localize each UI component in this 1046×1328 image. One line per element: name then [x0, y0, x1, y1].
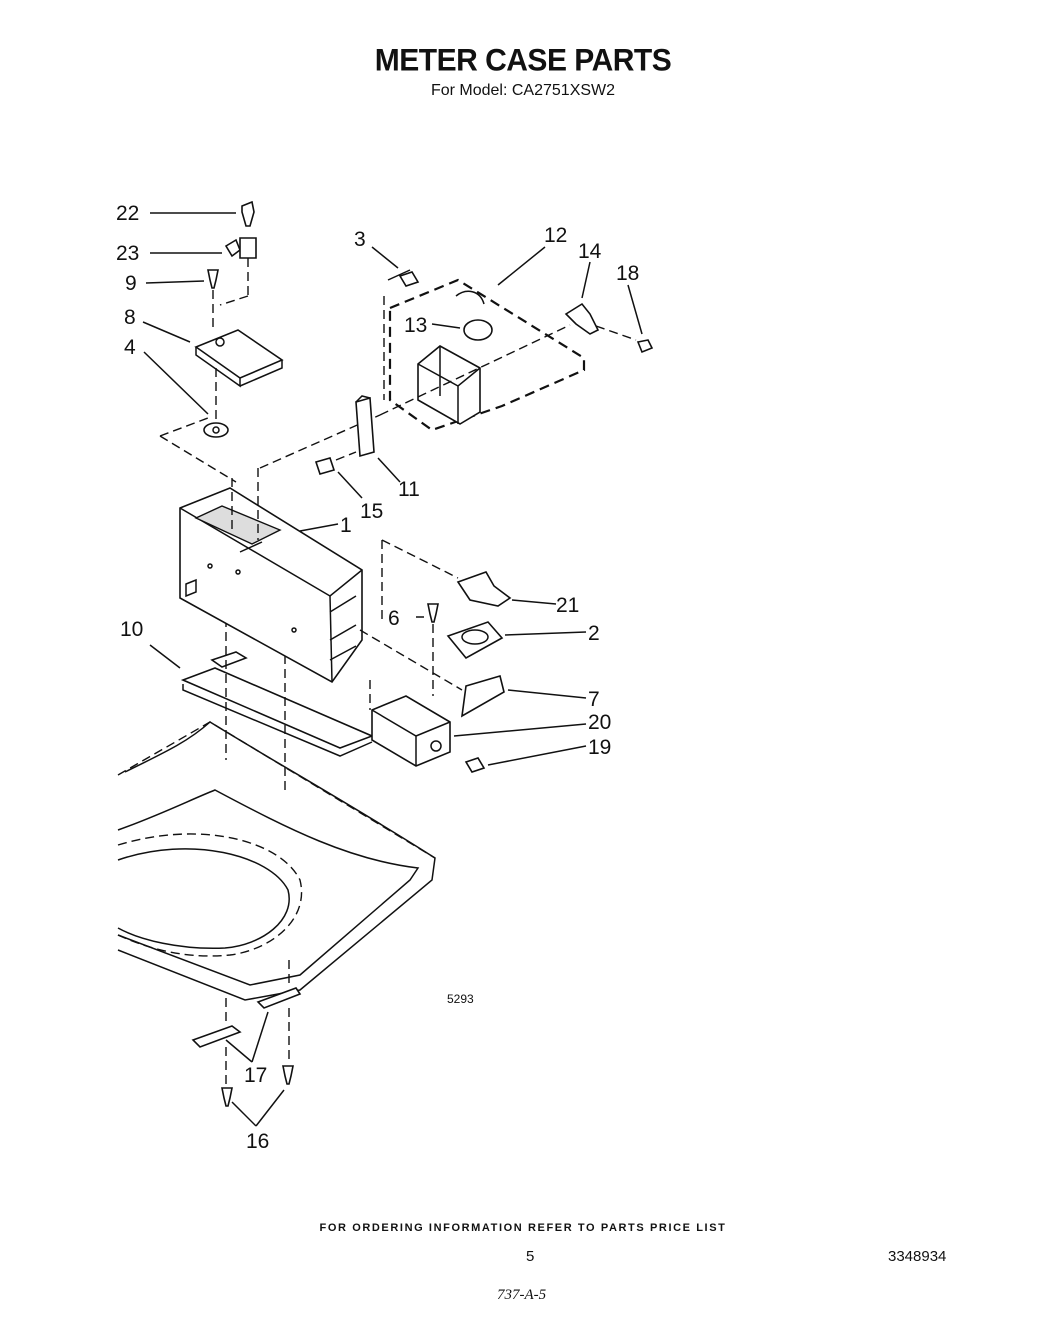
- callout-17: 17: [244, 1064, 267, 1087]
- callout-6: 6: [388, 607, 400, 630]
- hinge-screw-right: [282, 1065, 294, 1085]
- callout-7: 7: [588, 688, 600, 711]
- callout-9: 9: [125, 272, 137, 295]
- callout-23: 23: [116, 242, 139, 265]
- washer-top-panel: [117, 721, 436, 1001]
- page-title: METER CASE PARTS: [374, 43, 672, 78]
- callout-16: 16: [246, 1130, 269, 1153]
- callout-8: 8: [124, 306, 136, 329]
- switch-screw: [427, 603, 439, 696]
- lid-switch-lever: [381, 539, 512, 620]
- set-screw: [636, 339, 654, 354]
- timer-dial: [219, 237, 257, 306]
- ordering-note: FOR ORDERING INFORMATION REFER TO PARTS …: [319, 1222, 727, 1234]
- lid-switch-housing: [446, 621, 504, 660]
- hinge-screw-left: [221, 1087, 233, 1107]
- meter-case-gasket: [180, 618, 375, 795]
- callout-13: 13: [404, 314, 427, 337]
- callout-4: 4: [124, 336, 136, 359]
- hinge-bracket-right: [256, 960, 302, 1060]
- document-number: 3348934: [888, 1248, 947, 1265]
- model-subtitle: For Model: CA2751XSW2: [430, 82, 616, 99]
- callout-14: 14: [578, 240, 602, 263]
- callout-labels: 22 23 9 8 4 3 12 14 18 13 11 15 1 21 6 2…: [116, 202, 639, 1153]
- callout-1: 1: [340, 514, 352, 537]
- timer-bracket: [335, 395, 375, 461]
- hinge-bracket-left: [191, 998, 242, 1085]
- leader-lines: [142, 212, 643, 1127]
- meter-case-lid: [194, 329, 284, 420]
- diagram-reference-code: 5293: [447, 992, 474, 1006]
- timer-shaft-clip: [564, 302, 637, 341]
- lid-switch-actuator: [359, 629, 505, 718]
- bracket-screw: [314, 457, 336, 475]
- handwritten-note: 737-A-5: [497, 1287, 547, 1303]
- lid-screw: [207, 269, 219, 330]
- lid-washer: [159, 417, 237, 483]
- timer-screw: [398, 271, 420, 287]
- callout-2: 2: [588, 622, 600, 645]
- switch-mounting-screw: [464, 757, 486, 773]
- callout-15: 15: [360, 500, 383, 523]
- lid-switch: [369, 680, 451, 767]
- callout-12: 12: [544, 224, 567, 247]
- timer-knob: [241, 200, 255, 227]
- callout-20: 20: [588, 711, 611, 734]
- meter-case: [179, 468, 363, 684]
- callout-10: 10: [120, 618, 143, 641]
- callout-19: 19: [588, 736, 611, 759]
- callout-21: 21: [556, 594, 579, 617]
- callout-3: 3: [354, 228, 366, 251]
- callout-11: 11: [398, 478, 420, 501]
- page-number: 5: [526, 1248, 535, 1265]
- callout-18: 18: [616, 262, 639, 285]
- timer-assembly: [259, 269, 586, 469]
- callout-22: 22: [116, 202, 139, 225]
